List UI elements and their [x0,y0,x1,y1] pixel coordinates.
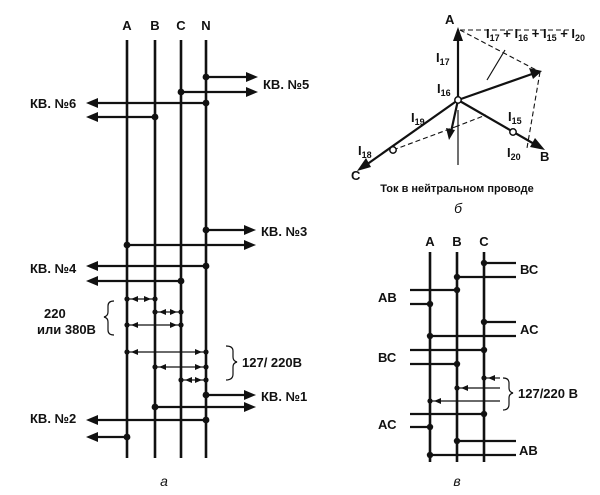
pair-ab-bottom [426,437,516,459]
vector-phase-c [365,99,459,166]
neutral-sum-formula: I17 + I16 + I15 + I20 [486,26,585,43]
star-point [454,96,462,104]
caption-b: б [454,200,463,216]
vector-phase-b [457,99,537,146]
parallelogram-edge-2 [526,71,541,149]
pair-ac-left [410,410,488,431]
vector-neutral-sum [457,72,533,102]
vector-c-node [389,146,397,154]
apartment-1-label: КВ. №1 [261,389,307,404]
vertex-b-label: B [540,149,549,164]
current-i15-label: I15 [508,109,522,126]
vertex-a-label: A [445,12,455,27]
neutral-n-label: N [201,18,210,33]
parallelogram-edge-4 [454,114,487,128]
vector-b-node [509,128,517,136]
panel-b: A B C I17 I16 I19 I18 I15 I20 I17 + I16 … [351,12,585,216]
phase-voltage-taps [124,345,238,383]
voltage-380-label: или 380В [37,322,96,337]
pair-bc-top [453,259,516,281]
voltage-127-220-label: 127/ 220В [242,355,302,370]
pair-ab-top [410,286,461,308]
phase-a-label-c: A [425,234,435,249]
caption-c: в [453,473,460,489]
panel-a: A B C N КВ. №5 КВ. №6 [30,18,309,489]
pair-bc-mid-label: ВС [378,350,397,365]
apartment-3-label: КВ. №3 [261,224,307,239]
pair-ac-right-label: АС [520,322,539,337]
parallelogram-edge-1 [459,29,541,73]
apartment-5-label: КВ. №5 [263,77,309,92]
apartment-4-feed [86,261,210,286]
apartment-6-feed [86,98,210,122]
current-i18-label: I18 [358,143,372,160]
neutral-current-title: Ток в нейтральном проводе [380,183,533,195]
apartment-4-label: КВ. №4 [30,261,77,276]
phase-c-label-c: C [479,234,489,249]
current-i20-label: I20 [507,145,521,162]
current-i17-label: I17 [436,50,450,67]
apartment-1-feed [151,390,256,412]
apartment-2-label: КВ. №2 [30,411,76,426]
phase-c-label: C [176,18,186,33]
pair-ac-left-label: АС [378,417,397,432]
line-voltage-taps [103,296,184,336]
current-i16-label: I16 [437,81,451,98]
pair-ac-right [426,318,516,340]
apartment-5-feed [177,72,258,97]
vector-short [449,99,460,133]
apartment-2-feed [86,415,210,442]
apartment-3-feed [123,225,256,250]
phase-b-label: B [150,18,159,33]
apartment-6-label: КВ. №6 [30,96,76,111]
parallelogram-edge-3 [392,126,456,151]
pair-ab-bottom-label: АВ [519,443,538,458]
pair-bc-top-label: ВС [520,262,539,277]
pair-ab-top-label: АВ [378,290,397,305]
sum-pointer-line [486,49,506,81]
voltage-220-label: 220 [44,306,66,321]
voltage-127-220-label-c: 127/220 В [518,386,578,401]
pair-bc-mid [410,346,488,368]
current-i19-label: I19 [411,110,425,127]
panel-c: A B C ВС АВ АС [378,234,578,489]
vertex-c-label: C [351,168,361,183]
phase-voltage-taps-c [427,375,514,411]
phase-a-label: A [122,18,132,33]
caption-a: а [160,473,168,489]
phase-b-label-c: B [452,234,461,249]
